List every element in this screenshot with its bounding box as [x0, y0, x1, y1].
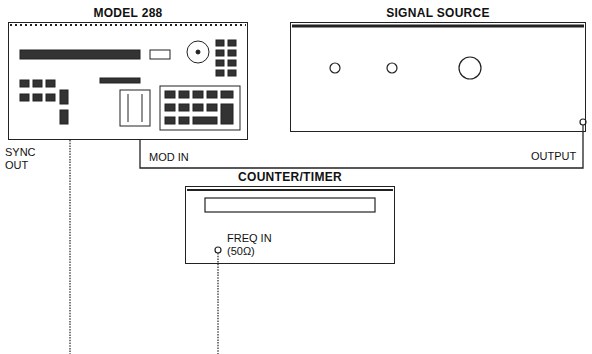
connector-name: FREQ IN (50Ω) [226, 232, 278, 258]
instrument-title: SIGNAL SOURCE [386, 6, 490, 20]
connector-name: OUTPUT [530, 150, 577, 163]
model-288-panel [10, 25, 246, 130]
signal-cables [70, 140, 218, 354]
instrument-box: MODEL 288 [8, 22, 248, 140]
instrument-title: COUNTER/TIMER [238, 170, 342, 184]
connector-name: SYNC OUT [4, 146, 46, 172]
instrument-box: COUNTER/TIMER [185, 186, 395, 264]
instrument-title: MODEL 288 [93, 6, 162, 20]
instrument-box: SIGNAL SOURCE [290, 22, 586, 132]
signal-cable [140, 132, 583, 168]
connector-name: MOD IN [148, 151, 190, 164]
counter-panel [187, 190, 393, 253]
signal-source-panel [292, 26, 586, 131]
